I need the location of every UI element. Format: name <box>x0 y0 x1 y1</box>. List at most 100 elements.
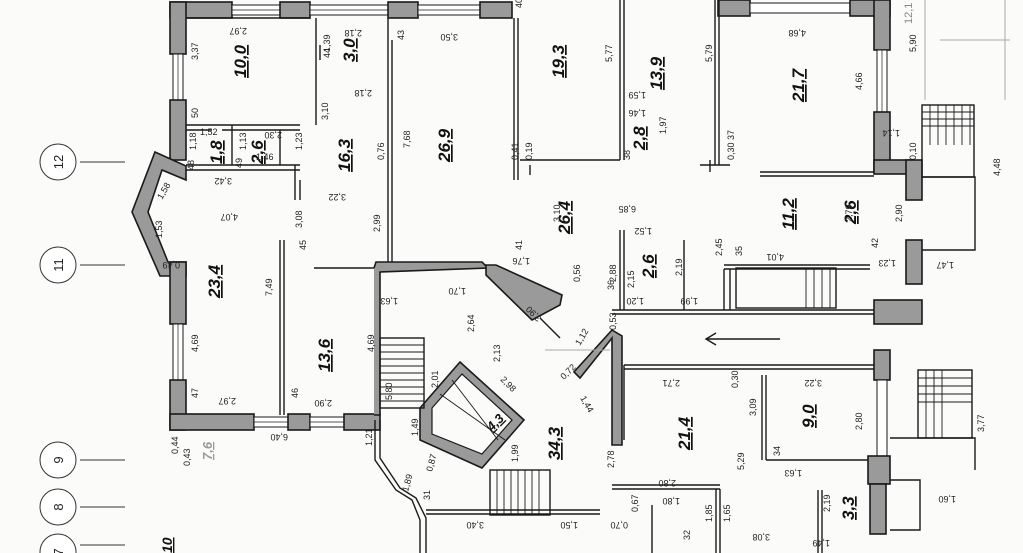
dimension-label: 2,99 <box>372 214 382 232</box>
dimension-label: 2,45 <box>714 238 724 256</box>
central-stairwell <box>373 261 623 553</box>
dimension-label: 0,30 <box>726 142 736 160</box>
room-area-label: 21,7 <box>789 67 808 103</box>
room-area-label: 21,4 <box>675 416 694 451</box>
room-area-label: 13,6 <box>315 338 334 372</box>
dimension-label: 45 <box>298 240 308 250</box>
dimension-label: 3,40 <box>466 520 484 530</box>
axis-label-8: 8 <box>51 503 66 510</box>
dimension-label: 38 <box>622 150 632 160</box>
dimension-label: 2,18 <box>354 88 372 98</box>
dimension-label: 4,07 <box>220 212 238 222</box>
dimension-label: 0,10 <box>908 142 918 160</box>
dimension-label: 1,13 <box>238 132 248 150</box>
dimension-label: 0,76 <box>376 142 386 160</box>
dimension-label: 3,22 <box>804 378 822 388</box>
dimension-label: 1,89 <box>400 473 414 493</box>
room-area-label: 2,8 <box>630 126 649 151</box>
dimension-label: 1,50 <box>560 520 578 530</box>
room-area-label: 2,6 <box>841 200 860 225</box>
dimension-label: 6,85 <box>618 204 636 214</box>
room-area-label: 3,0 <box>340 38 359 62</box>
dimension-label: 4,01 <box>766 252 784 262</box>
dimension-label: 1,85 <box>704 504 714 522</box>
dimension-label: 32 <box>682 530 692 540</box>
dimension-label: 1,23 <box>878 258 896 268</box>
dimension-label: 1,97 <box>658 116 668 134</box>
room-area-label: 23,4 <box>205 264 224 299</box>
dimension-label: 3,10 <box>320 102 330 120</box>
dimension-label: 2,64 <box>466 314 476 332</box>
dimension-label: 40 <box>514 0 524 8</box>
dimension-label: 37 <box>726 130 736 140</box>
interior-partitions <box>186 0 874 553</box>
dimension-label: 2,78 <box>606 450 616 468</box>
dimension-label: 3,37 <box>190 42 200 60</box>
dimension-label: 2,15 <box>626 270 636 288</box>
dimensions: 2,97 2,18 3,50 4,68 3,37 1,39 2,18 5,77 … <box>154 0 1002 548</box>
dimension-label: 1,60 <box>938 494 956 504</box>
room-area-label: 3,3 <box>839 496 858 520</box>
dimension-label: 1,76 <box>512 256 530 266</box>
dimension-label: 6,40 <box>270 432 288 442</box>
dimension-label: 35 <box>734 246 744 256</box>
dimension-label: 2,97 <box>218 396 236 406</box>
dimension-label: 46 <box>290 388 300 398</box>
dimension-label: 2,88 <box>608 264 618 282</box>
dimension-label: 4,48 <box>992 158 1002 176</box>
dimension-label: 48 <box>186 160 196 170</box>
dimension-label: 3,08 <box>752 532 770 542</box>
room-areas: 10,0 3,0 19,3 13,9 21,7 26,9 16,3 1,8 2,… <box>159 38 860 553</box>
dimension-label: 0,70 <box>610 520 628 530</box>
dimension-label: 34 <box>772 446 782 456</box>
dimension-label: 47 <box>190 388 200 398</box>
dimension-label: 1,80 <box>662 496 680 506</box>
dimension-label: 2,19 <box>822 494 832 512</box>
dimension-label: 2,97 <box>229 26 247 36</box>
dimension-label: 1,21 <box>364 428 374 446</box>
dimension-label: 4,66 <box>854 72 864 90</box>
room-area-label: 9,0 <box>799 404 818 428</box>
dimension-label: 5,80 <box>384 382 394 400</box>
dimension-label: 31 <box>422 490 432 500</box>
room-area-label: 2,6 <box>639 254 658 279</box>
dimension-label: 43 <box>396 30 406 40</box>
room-area-label: 11,2 <box>779 198 798 230</box>
dimension-label: 1,46 <box>628 108 646 118</box>
dimension-label: 4,69 <box>190 334 200 352</box>
dimension-label: 3,22 <box>328 192 346 202</box>
dimension-label: 1,49 <box>410 418 420 436</box>
dimension-label: 2,71 <box>662 378 680 388</box>
room-area-label: 16,3 <box>335 138 354 172</box>
dimension-label: 3,09 <box>748 398 758 416</box>
room-area-label: 10 <box>159 537 175 553</box>
dimension-label: 0,72 <box>558 362 577 381</box>
dimension-label: 1,39 <box>322 34 332 52</box>
dimension-label: 2,90 <box>894 204 904 222</box>
dimension-label: 2,18 <box>344 28 362 38</box>
dimension-label: 1,44 <box>578 394 595 414</box>
dimension-label: 0,19 <box>524 142 534 160</box>
dimension-label: 3,77 <box>976 414 986 432</box>
dimension-label: 1,47 <box>936 260 954 270</box>
dimension-label: 1,70 <box>448 286 466 296</box>
dimension-label: 0,41 <box>510 142 520 160</box>
room-area-label: 19,3 <box>549 44 568 78</box>
dimension-label: 2,80 <box>854 412 864 430</box>
dimension-label: 0,87 <box>424 453 438 473</box>
dimension-label: 1,14 <box>882 128 900 138</box>
axis-label-11: 11 <box>51 258 66 272</box>
exterior-walls <box>131 0 923 535</box>
dimension-label: 2,98 <box>499 374 518 393</box>
dimension-label: 0,30 <box>730 370 740 388</box>
dimension-label: 1,46 <box>256 152 274 162</box>
dimension-label: 49 <box>234 158 244 168</box>
dimension-label: 0,43 <box>182 448 192 466</box>
dimension-label: 5,79 <box>704 44 714 62</box>
dimension-label: 12,1 <box>903 3 915 24</box>
dimension-label: 1,63 <box>784 468 802 478</box>
dimension-label: 2,79 <box>844 204 854 222</box>
dimension-label: 1,18 <box>188 132 198 150</box>
dimension-label: 2,80 <box>658 478 676 488</box>
